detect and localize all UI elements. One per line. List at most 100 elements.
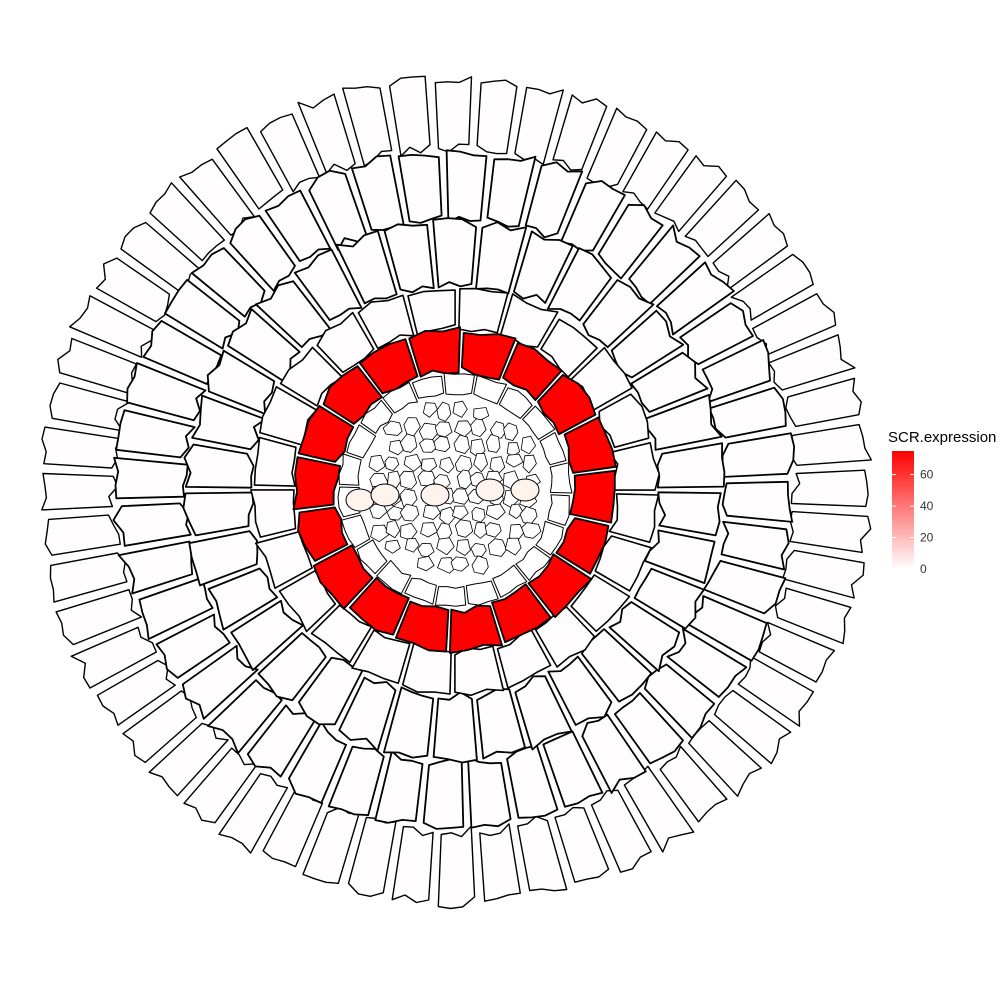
cell-cortex-outer [397,154,443,224]
cell-outer-epidermis [684,179,760,258]
cell-stele [416,555,435,572]
cell-layer [41,75,872,910]
cell-stele [384,539,401,554]
cell-cortex-outer [264,189,332,262]
cell-cortex-middle [206,349,276,415]
cell-cortex-middle [476,687,526,760]
cell-outer-epidermis [41,426,123,469]
cell-stele [471,555,489,575]
cell-stele [370,524,390,543]
cell-stele [522,454,537,474]
cell-stele [404,538,420,553]
legend-tick-label: 0 [920,562,927,576]
cell-cortex-middle [257,632,327,702]
cell-outer-epidermis [44,514,121,556]
cell-endodermis [569,469,616,524]
cell-stele [434,421,453,438]
cell-stele [487,538,507,557]
cell-stele [382,420,403,436]
cell-stele [503,422,519,441]
cell-cortex-outer [115,409,196,459]
cell-cortex-middle [432,217,477,289]
cell-cortex-outer [229,214,296,292]
cell-cortex-middle [547,655,613,726]
cell-pericycle [346,424,377,459]
cell-cortex-outer [524,161,584,239]
cell-outer-epidermis [552,94,608,171]
cell-cortex-middle [656,442,726,489]
cell-pericycle [515,546,551,581]
cell-cortex-middle [207,567,279,631]
cell-stele [452,400,468,418]
cell-cortex-middle [432,691,478,764]
cell-pericycle [411,375,445,399]
cell-cortex-outer [614,692,684,765]
cell-stele [436,401,452,423]
cell-endodermis [460,332,517,381]
cell-cortex-middle [513,230,574,304]
cell-outer-epidermis [758,621,836,683]
cell-cortex-outer [467,756,512,829]
cell-outer-epidermis [55,589,143,646]
cell-stele [436,537,455,556]
cell-stele [489,421,506,439]
cell-stele [419,438,437,453]
cell-outer-epidermis [790,469,869,508]
cell-cortex-outer [542,730,604,808]
cell-cortex-middle [383,223,435,294]
cell-outer-epidermis [95,257,171,323]
cell-pericycle [473,374,507,405]
cell-outer-epidermis [789,510,872,554]
cell-cortex-inner [316,311,375,374]
cell-outer-epidermis [96,659,176,726]
cell-endodermis [491,583,552,644]
cell-pericycle [492,564,528,598]
cell-cortex-outer [679,302,754,366]
cell-stele [451,488,470,505]
cell-cortex-inner [598,393,650,449]
cell-pericycle [465,580,499,606]
cell-outer-epidermis [148,722,229,797]
cell-cortex-outer [666,627,748,698]
cell-cortex-middle [188,530,259,587]
cell-outer-epidermis [688,720,762,797]
cell-endodermis [408,326,461,378]
cell-pericycle [443,372,475,396]
cell-endodermis [349,576,410,636]
cell-stele [473,522,488,539]
cell-pericycle [376,559,412,595]
cell-outer-epidermis [434,76,473,153]
cell-cortex-middle [182,491,255,537]
cell-stele [439,506,457,527]
cell-outer-epidermis [514,86,564,166]
cell-stele [485,503,506,521]
cell-xylem [370,483,400,507]
cell-cortex-inner [407,289,456,336]
cell-endodermis [449,604,503,654]
cell-cortex-inner [458,287,509,334]
cell-outer-epidermis [216,126,284,210]
cell-cortex-outer [164,278,241,350]
cell-outer-epidermis [49,552,128,603]
cell-pericycle [549,462,573,494]
cell-cortex-outer [190,247,266,318]
cell-cortex-outer [721,480,794,523]
cell-outer-epidermis [789,423,872,466]
cell-cortex-inner [608,442,661,491]
cell-stele [484,522,502,538]
cell-xylem [420,483,450,507]
cell-cortex-outer [117,540,194,595]
cell-stele [473,452,489,473]
cell-cortex-middle [633,567,705,630]
cell-stele [504,537,522,556]
cell-cortex-outer [720,432,795,478]
cell-stele [386,505,405,521]
cell-pericycle [498,387,533,419]
cell-cortex-middle [335,230,398,305]
cell-stele [385,519,401,539]
cell-stele [433,435,451,453]
cell-outer-epidermis [437,825,476,910]
cell-pericycle [404,577,437,605]
cell-pericycle [535,520,564,556]
